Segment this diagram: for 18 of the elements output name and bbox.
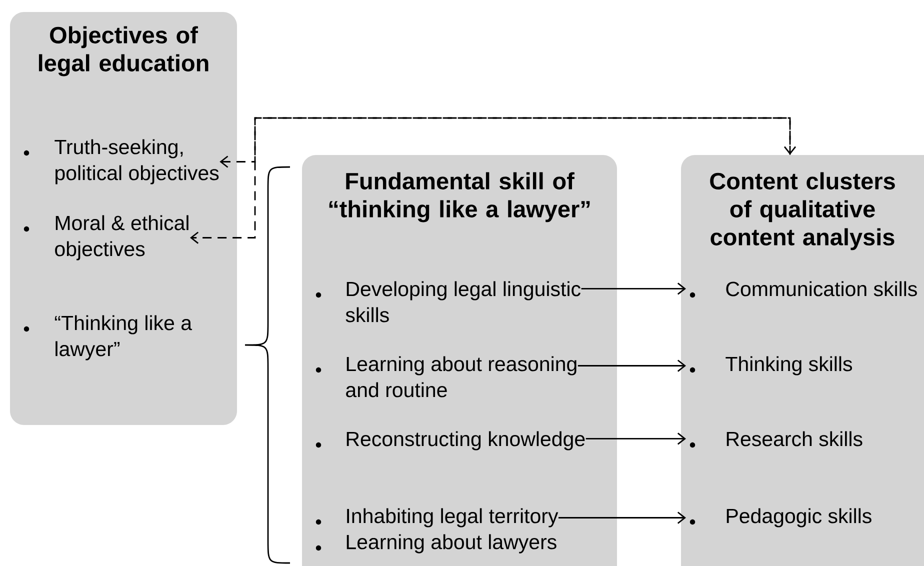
- list-item: Reconstructing knowledge: [346, 431, 585, 450]
- list-item: Research skills: [726, 431, 862, 446]
- list-item: Pedagogic skills: [726, 508, 872, 528]
- list-item: Moral & ethical objectives: [55, 215, 188, 260]
- arrow: [581, 282, 686, 295]
- list-item: Truth-seeking, political objectives: [54, 139, 219, 184]
- list-item: Thinking skills: [726, 356, 852, 376]
- list-item: Learning about reasoning and routine: [346, 356, 576, 398]
- arrow: [190, 117, 791, 244]
- list-item: Inhabiting legal territory: [347, 508, 558, 528]
- arrow: [586, 432, 686, 445]
- arrow: [220, 117, 796, 168]
- list-item: Learning about lawyers: [346, 534, 556, 554]
- list-item: Developing legal linguistic skills: [346, 281, 580, 322]
- arrow: [558, 512, 686, 524]
- arrow: [578, 360, 686, 372]
- list-item: Communication skills: [726, 281, 917, 296]
- list-item: “Thinking like a lawyer”: [54, 315, 192, 360]
